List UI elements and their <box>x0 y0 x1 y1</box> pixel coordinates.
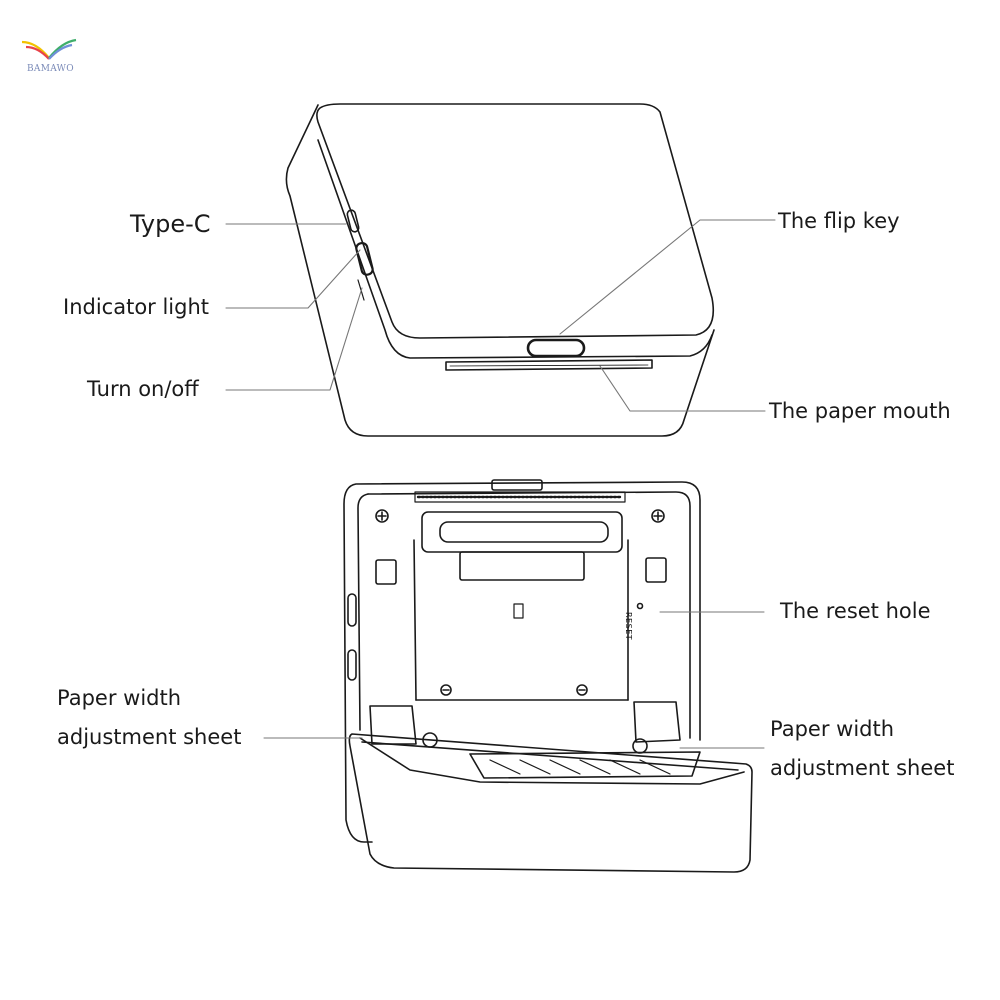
label-type-c: Type-C <box>130 210 211 238</box>
printer-front-panel <box>317 139 713 359</box>
printer-open <box>343 479 753 873</box>
leader-lines-bottom <box>263 611 765 749</box>
bamawo-logo-icon <box>21 38 77 60</box>
printer-open-shell <box>343 481 701 843</box>
print-head <box>421 511 623 553</box>
label-paper-width-right: Paper width adjustment sheet <box>770 717 955 780</box>
paper-width-sheet-left <box>369 705 417 745</box>
indicator-light <box>355 241 374 276</box>
paper-roller <box>469 751 701 779</box>
printer-body-side <box>285 104 715 437</box>
paper-width-sheet-right <box>633 701 681 743</box>
label-paper-mouth: The paper mouth <box>769 399 951 423</box>
tear-bar <box>414 491 626 503</box>
leader-lines-top <box>225 219 776 412</box>
label-turn-on-off: Turn on/off <box>87 377 199 401</box>
printer-lid <box>316 103 715 339</box>
reset-hole <box>636 602 644 610</box>
flip-key <box>526 338 586 358</box>
type-c-port <box>346 209 360 233</box>
printer-closed <box>285 103 715 437</box>
printer-open-tray <box>348 733 753 873</box>
screws <box>375 509 665 696</box>
label-paper-width-left: Paper width adjustment sheet <box>57 686 242 749</box>
label-reset-hole: The reset hole <box>780 599 931 623</box>
label-flip-key: The flip key <box>778 209 900 233</box>
watermark-text: BAMAWO <box>27 64 74 74</box>
reset-marking: RESET <box>624 612 633 641</box>
label-indicator-light: Indicator light <box>63 295 210 319</box>
paper-slot <box>445 359 653 371</box>
